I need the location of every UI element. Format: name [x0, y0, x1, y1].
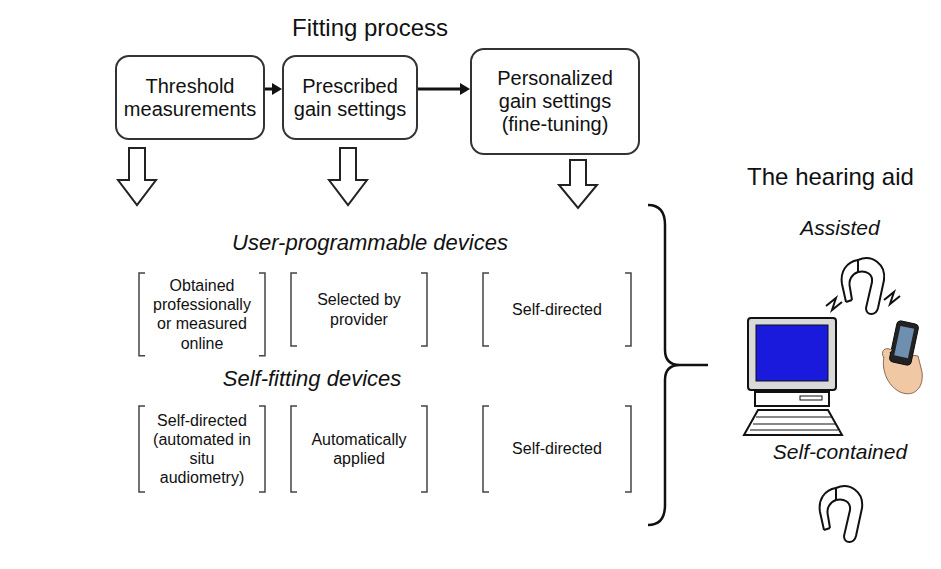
bracket-line	[139, 406, 265, 492]
flow-arrow	[265, 83, 282, 95]
bracket-item: Obtained professionally or measured onli…	[138, 272, 266, 357]
wireless-bolt	[884, 292, 900, 304]
curly-brace	[648, 205, 680, 525]
node-text: Obtained professionally or measured onli…	[148, 276, 256, 353]
computer-icon	[744, 318, 842, 435]
bracket-item: Self-directed	[482, 272, 632, 347]
hearing-aid-icon	[820, 486, 863, 542]
bracket-item: Self-directed (automated in situ audiome…	[138, 405, 266, 493]
node-text: Prescribed gain settings	[288, 75, 412, 121]
arrow-head	[460, 83, 470, 95]
hearing-aid-icon	[842, 258, 885, 314]
section-heading: Self-fitting devices	[112, 366, 512, 392]
phone-icon	[882, 320, 922, 394]
bracket-line	[139, 273, 265, 356]
hollow-arrow	[329, 148, 367, 205]
node-text: Personalized gain settings (fine-tuning)	[476, 67, 634, 136]
bracket-outline	[290, 405, 428, 493]
bracket-line	[291, 406, 427, 492]
bracket-line	[483, 406, 631, 492]
wireless-bolt	[826, 298, 842, 310]
section-heading: User-programmable devices	[170, 230, 570, 256]
arrow-head	[272, 83, 282, 95]
node-text: Self-directed (automated in situ audiome…	[148, 411, 256, 488]
node-text: Threshold measurements	[121, 75, 259, 121]
flow-arrow	[418, 83, 470, 95]
hollow-arrow	[118, 148, 156, 205]
mode-label: Assisted	[790, 216, 890, 240]
node-text: Self-directed	[492, 439, 622, 458]
hollow-arrow	[559, 160, 597, 208]
process-box: Prescribed gain settings	[282, 55, 418, 140]
bracket-item: Selected by provider	[290, 272, 428, 347]
panel-heading: The hearing aid	[728, 163, 933, 191]
process-box: Threshold measurements	[115, 55, 265, 140]
bracket-line	[291, 273, 427, 346]
node-text: Automatically applied	[300, 430, 418, 468]
mode-label: Self-contained	[760, 440, 920, 464]
bracket-item: Self-directed	[482, 405, 632, 493]
bracket-outline	[290, 272, 428, 347]
bracket-item: Automatically applied	[290, 405, 428, 493]
bracket-line	[483, 273, 631, 346]
brace-line	[680, 364, 708, 367]
node-text: Selected by provider	[300, 290, 418, 328]
diagram-title: Fitting process	[220, 14, 520, 42]
process-box: Personalized gain settings (fine-tuning)	[470, 48, 640, 155]
arrow-shaft	[418, 88, 462, 91]
node-text: Self-directed	[492, 300, 622, 319]
